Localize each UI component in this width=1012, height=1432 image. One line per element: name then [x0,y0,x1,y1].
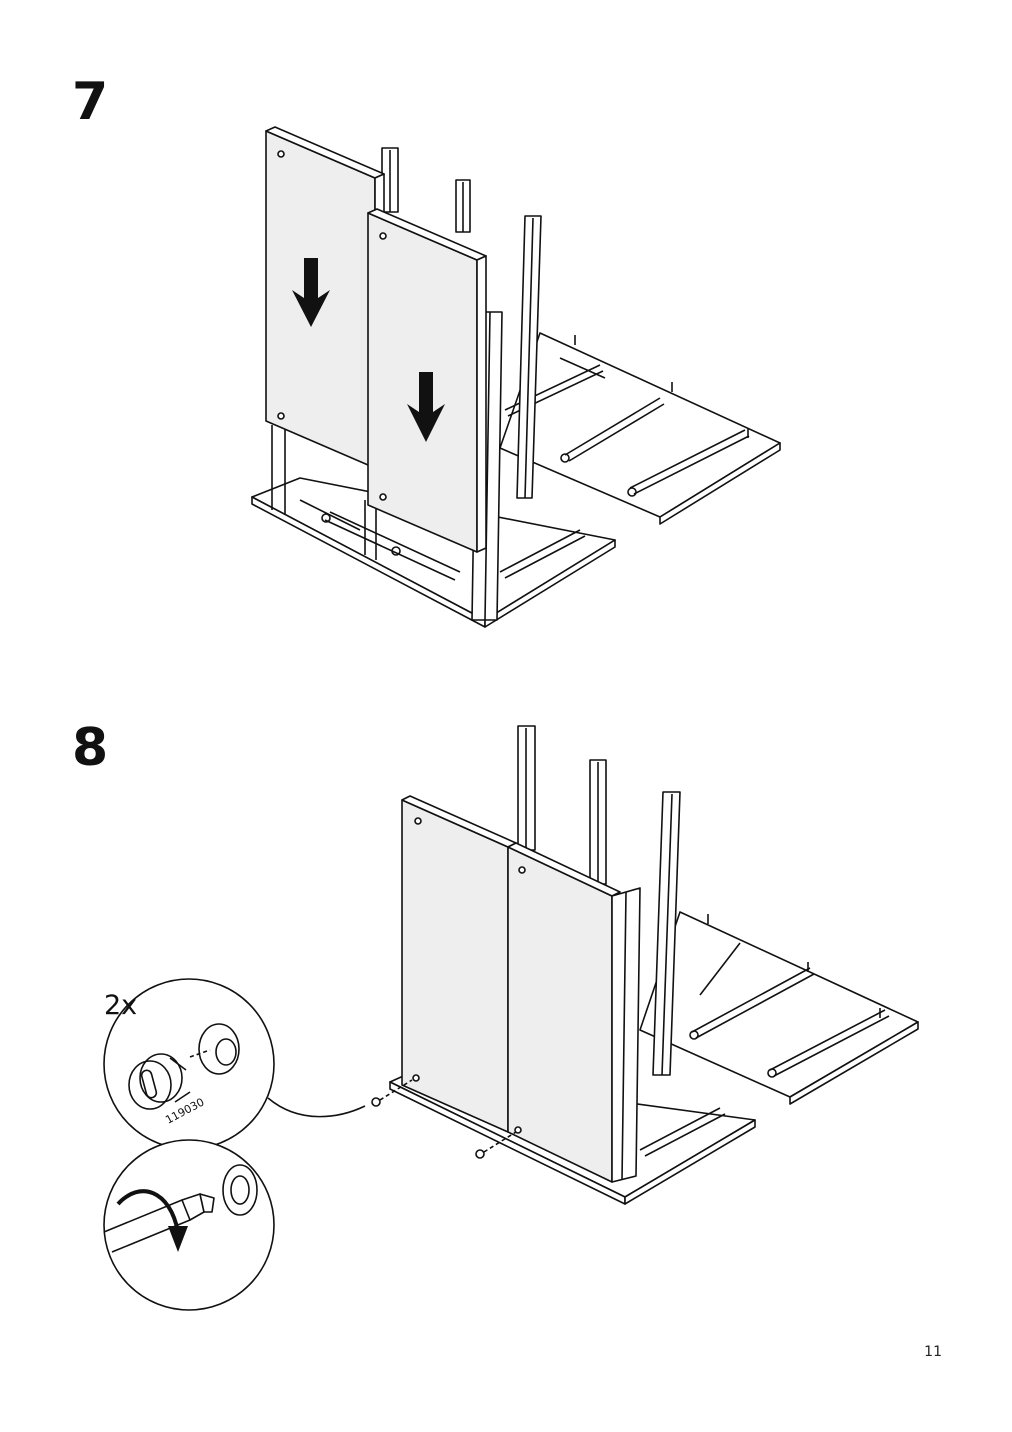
step-8-posts [517,725,681,1076]
callout-tail [267,1097,366,1118]
down-arrow-icon [292,258,330,327]
cam-lock-insertion [371,1079,517,1159]
page-number: 11 [924,1344,942,1360]
step-8-right-frame [639,911,919,1105]
step-7-number: 7 [72,72,109,132]
step-8-door-panels [401,795,641,1183]
cam-lock-fitting-icon [128,1053,191,1110]
step-7-bottom-frame [251,477,616,628]
step-8-number: 8 [72,718,109,778]
step-7-posts [271,147,542,621]
quantity-label: 2x [104,990,138,1021]
rotate-clockwise-icon [116,1189,188,1252]
down-arrow-icon [407,372,445,442]
screwdriver-icon [103,1193,215,1253]
screwdriver-detail-circle [103,1139,275,1311]
